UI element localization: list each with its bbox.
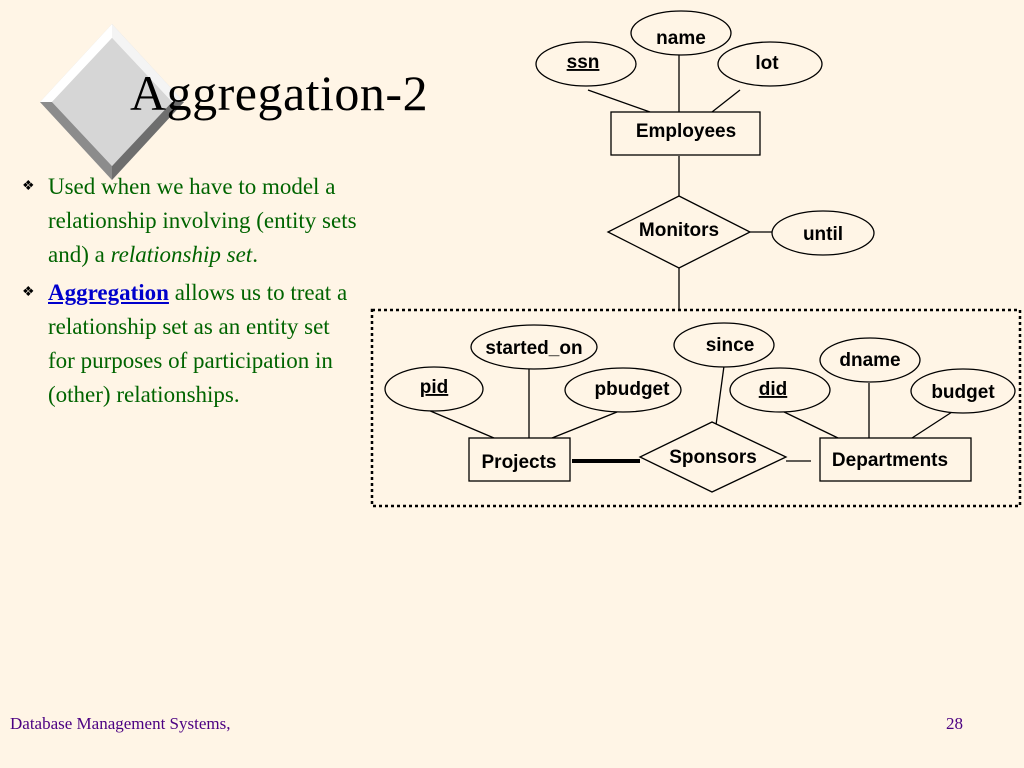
- bullet-1-text: Used when we have to model a relationshi…: [48, 174, 357, 267]
- did-attribute-label: did: [759, 379, 788, 400]
- pbudget-connector: [551, 409, 623, 439]
- ssn-connector: [587, 89, 651, 113]
- bullet-2-text: allows us to treat a relationship set as…: [48, 280, 348, 407]
- lot-connector: [711, 89, 741, 113]
- sponsors-relationship: [638, 421, 788, 493]
- bullet-item-1: ❖ Used when we have to model a relations…: [10, 170, 360, 272]
- bullet-item-2: ❖ Aggregation allows us to treat a relat…: [10, 276, 360, 412]
- projects-label: Projects: [482, 452, 557, 473]
- bullet-list: ❖ Used when we have to model a relations…: [10, 170, 360, 416]
- bullet-1-end: .: [252, 242, 258, 267]
- since-attribute-label: since: [706, 335, 755, 356]
- employees-entity: [610, 111, 761, 156]
- employees-label: Employees: [636, 121, 736, 142]
- departments-entity: [819, 437, 972, 482]
- dname-attribute: [819, 337, 921, 383]
- bullet-diamond-icon: ❖: [22, 179, 35, 194]
- bullet-diamond-icon: ❖: [22, 285, 35, 300]
- bullet-1-italic: relationship set: [110, 242, 253, 267]
- slide-title: Aggregation-2: [130, 65, 429, 121]
- budget-attribute-label: budget: [931, 382, 995, 403]
- decorative-diamond-icon: [40, 24, 184, 180]
- pbudget-attribute: [564, 367, 682, 413]
- pid-attribute: [384, 366, 484, 412]
- monitors-label: Monitors: [639, 220, 719, 241]
- budget-connector: [911, 411, 953, 439]
- projects-entity: [468, 437, 571, 482]
- lot-attribute-label: lot: [755, 53, 779, 74]
- until-attribute: [771, 210, 875, 256]
- aggregation-box: [370, 308, 1022, 508]
- dname-attribute-label: dname: [839, 350, 900, 371]
- did-connector: [779, 409, 839, 439]
- lot-attribute: [717, 41, 823, 87]
- started-on-attribute-label: started_on: [485, 338, 582, 359]
- aggregation-keyword: Aggregation: [48, 280, 169, 305]
- name-attribute-label: name: [656, 28, 706, 49]
- pid-attribute-label: pid: [420, 377, 449, 398]
- footer-course-title: Database Management Systems,: [10, 714, 231, 733]
- ssn-attribute-label: ssn: [567, 52, 600, 73]
- since-attribute: [673, 322, 775, 368]
- budget-attribute: [910, 368, 1016, 414]
- ssn-attribute: [535, 41, 637, 87]
- did-attribute: [729, 367, 831, 413]
- sponsors-label: Sponsors: [669, 447, 757, 468]
- name-attribute: [630, 10, 732, 56]
- since-connector: [715, 365, 725, 426]
- departments-label: Departments: [832, 450, 948, 471]
- until-attribute-label: until: [803, 224, 843, 245]
- started-on-attribute: [470, 324, 598, 370]
- monitors-relationship: [606, 195, 752, 269]
- pid-connector: [427, 409, 495, 439]
- pbudget-attribute-label: pbudget: [595, 379, 671, 400]
- footer-page-number: 28: [946, 714, 963, 733]
